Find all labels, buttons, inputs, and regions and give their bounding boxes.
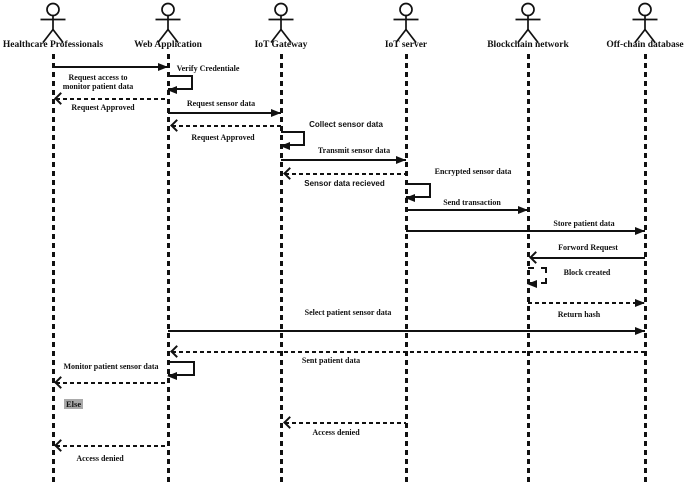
lifeline-healthcare-professionals [51, 54, 55, 485]
message-label-sensor-data-recieved: Sensor data recieved [304, 179, 385, 188]
actor-name-off-chain-database: Off-chain database [606, 40, 684, 50]
arrowhead-icon [170, 119, 183, 133]
self-message-monitor-patient-sensor-data [167, 361, 195, 380]
else-fragment-label: Else [64, 399, 84, 410]
actor-name-web-application: Web Application [134, 40, 202, 50]
arrowhead-icon [167, 372, 177, 380]
arrowhead-icon [283, 416, 296, 430]
self-message-encrypted-sensor-data [405, 183, 431, 202]
actor-icon-iot-gateway [263, 2, 299, 44]
arrowhead-icon [527, 280, 537, 288]
message-label-monitor-patient-sensor-data: Monitor patient sensor data [63, 362, 159, 371]
message-arrow-request-sensor-data [168, 108, 281, 117]
message-label-sent-patient-data: Sent patient data [301, 356, 361, 365]
lifeline-web-application [166, 54, 170, 485]
self-message-collect-sensor-data [280, 131, 305, 150]
arrowhead-icon [518, 205, 528, 214]
message-arrow-return-hash [528, 298, 645, 307]
message-label-request-approved-1: Request Approved [71, 103, 135, 112]
arrowhead-icon [635, 298, 645, 307]
message-label-access-denied-1: Access denied [312, 428, 360, 437]
message-label-transmit-sensor-data: Transmit sensor data [317, 146, 391, 155]
message-label-store-patient-data: Store patient data [553, 219, 615, 228]
lifeline-iot-server [404, 54, 408, 485]
message-label-forword-request: Forword Request [558, 243, 618, 252]
message-label-return-hash: Return hash [557, 310, 601, 319]
actor-icon-healthcare-professionals [35, 2, 71, 44]
arrowhead-icon [271, 108, 281, 117]
message-arrow-sent-patient-data [170, 345, 645, 359]
arrowhead-icon [396, 155, 406, 164]
self-message-block-created [527, 267, 547, 288]
arrowhead-icon [405, 194, 415, 202]
message-label-collect-sensor-data: Collect sensor data [309, 120, 383, 129]
message-arrow-access-denied-2 [54, 439, 168, 453]
message-arrow-store-patient-data [406, 226, 645, 235]
message-label-request-approved-2: Request Approved [191, 133, 255, 142]
message-arrow-sensor-data-recieved [283, 167, 406, 181]
arrowhead-icon [54, 376, 67, 390]
message-label-block-created: Block created [563, 268, 611, 277]
actor-name-iot-server: IoT server [384, 40, 428, 50]
actor-icon-blockchain-network [510, 2, 546, 44]
actor-name-blockchain-network: Blockchain network [487, 40, 569, 50]
actor-icon-web-application [150, 2, 186, 44]
message-label-request-sensor-data: Request sensor data [186, 99, 256, 108]
message-label-send-transaction: Send transaction [443, 198, 501, 207]
actor-icon-iot-server [388, 2, 424, 44]
self-message-verify-credentiale [167, 75, 193, 94]
message-arrow-transmit-sensor-data [281, 155, 406, 164]
actor-name-healthcare-professionals: Healthcare Professionals [2, 40, 104, 50]
arrowhead-icon [283, 167, 296, 181]
message-label-select-patient-sensor-data: Select patient sensor data [304, 308, 392, 317]
message-label-verify-credentiale: Verify Credentiale [176, 64, 240, 73]
actor-name-iot-gateway: IoT Gateway [254, 40, 308, 50]
message-arrow-request-approved-2 [170, 119, 281, 133]
message-label-encrypted-sensor-data: Encrypted sensor data [434, 167, 512, 176]
arrowhead-icon [529, 251, 542, 265]
lifeline-off-chain-database [643, 54, 647, 485]
arrowhead-icon [54, 439, 67, 453]
message-arrow-request-access [53, 62, 168, 71]
arrowhead-icon [158, 62, 168, 71]
arrowhead-icon [280, 142, 290, 150]
message-arrow-send-transaction [406, 205, 528, 214]
message-arrow-monitor-return [54, 376, 168, 390]
message-arrow-select-patient-sensor-data [168, 326, 645, 335]
arrowhead-icon [635, 226, 645, 235]
arrowhead-icon [170, 345, 183, 359]
message-arrow-forword-request [529, 251, 645, 265]
message-label-request-access: Request access to monitor patient data [62, 73, 134, 92]
arrowhead-icon [167, 86, 177, 94]
actor-icon-off-chain-database [627, 2, 663, 44]
message-arrow-access-denied-1 [283, 416, 406, 430]
lifeline-blockchain-network [526, 54, 530, 485]
arrowhead-icon [635, 326, 645, 335]
lifeline-iot-gateway [279, 54, 283, 485]
message-label-access-denied-2: Access denied [76, 454, 124, 463]
message-arrow-request-approved-1 [54, 92, 168, 106]
